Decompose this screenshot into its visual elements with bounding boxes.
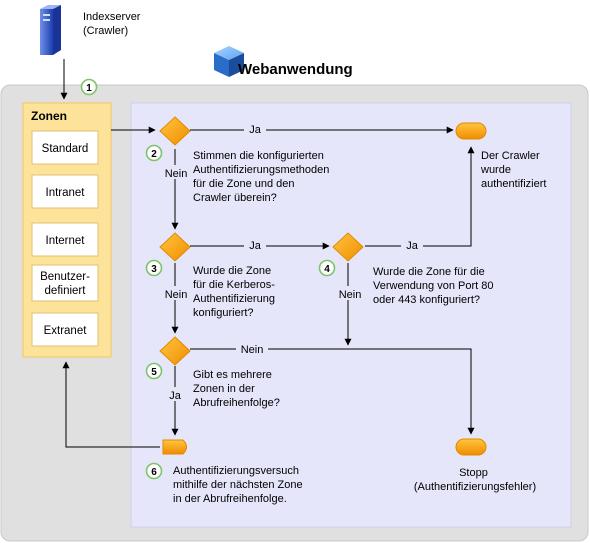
edge-label-step2-nein: Nein — [165, 168, 188, 180]
step-num-3: 3 — [151, 264, 157, 275]
step-num-4: 4 — [324, 264, 330, 275]
webapp-area — [130, 102, 572, 528]
decision-step4 — [332, 232, 364, 262]
zone-box-standard — [31, 130, 99, 165]
step-badge-1 — [80, 78, 98, 96]
edge-label-step3-nein: Nein — [165, 289, 188, 301]
terminal-success-text: Der Crawler wurde authentifiziert — [480, 150, 546, 190]
step-num-2: 2 — [151, 149, 157, 160]
zone-box-extranet — [31, 312, 99, 347]
step-num-6: 6 — [151, 467, 157, 478]
zone-label-standard: Standard — [42, 143, 89, 155]
step-badge-5 — [145, 362, 163, 380]
arrow-step4-ja — [365, 146, 475, 247]
zone-box-internet — [31, 222, 99, 257]
step-badge-6 — [145, 462, 163, 480]
step-num-1: 1 — [86, 83, 92, 94]
edge-label-step2-ja: Ja — [249, 124, 262, 136]
zone-box-custom — [31, 264, 99, 302]
terminal-stop — [455, 438, 487, 456]
step2-text: Stimmen die konfigurierten Authentifizie… — [193, 150, 332, 204]
process-step6 — [162, 439, 187, 455]
zones-title: Zonen — [31, 109, 67, 123]
terminal-stop-text: Stopp (Authentifizierungsfehler) — [414, 467, 536, 493]
terminal-success — [455, 122, 487, 140]
arrow-step6-back-to-zones — [62, 361, 160, 448]
decision-step5 — [159, 336, 191, 366]
zone-label-extranet: Extranet — [44, 325, 88, 337]
server-icon — [40, 5, 61, 55]
step6-text: Authentifizierungsversuch mithilfe der n… — [173, 465, 306, 505]
edge-label-step4-nein: Nein — [339, 289, 362, 301]
zone-label-internet: Internet — [46, 235, 86, 247]
step-num-5: 5 — [151, 367, 157, 378]
step4-text: Wurde die Zone für die Verwendung von Po… — [373, 266, 497, 306]
step-badge-3 — [145, 259, 163, 277]
zone-label-custom: Benutzer-definiert — [40, 271, 90, 297]
webapp-cube-icon — [214, 46, 244, 77]
edge-label-step3-ja: Ja — [249, 240, 262, 252]
webapp-title: Webanwendung — [238, 61, 353, 78]
step-badge-2 — [145, 144, 163, 162]
arrow-step5-nein — [190, 348, 475, 435]
decision-step2 — [159, 116, 191, 146]
server-label: Indexserver(Crawler) — [83, 11, 141, 37]
zone-box-intranet — [31, 174, 99, 209]
edge-label-step4-ja: Ja — [406, 240, 419, 252]
edge-label-step5-nein: Nein — [241, 344, 264, 356]
edge-label-step5-ja: Ja — [169, 390, 182, 402]
step-badge-4 — [318, 259, 336, 277]
step3-text: Wurde die Zone für die Kerberos- Authent… — [193, 265, 278, 319]
decision-step3 — [159, 232, 191, 262]
zone-label-intranet: Intranet — [46, 187, 86, 199]
step5-text: Gibt es mehrere Zonen in der Abrufreihen… — [193, 369, 280, 409]
